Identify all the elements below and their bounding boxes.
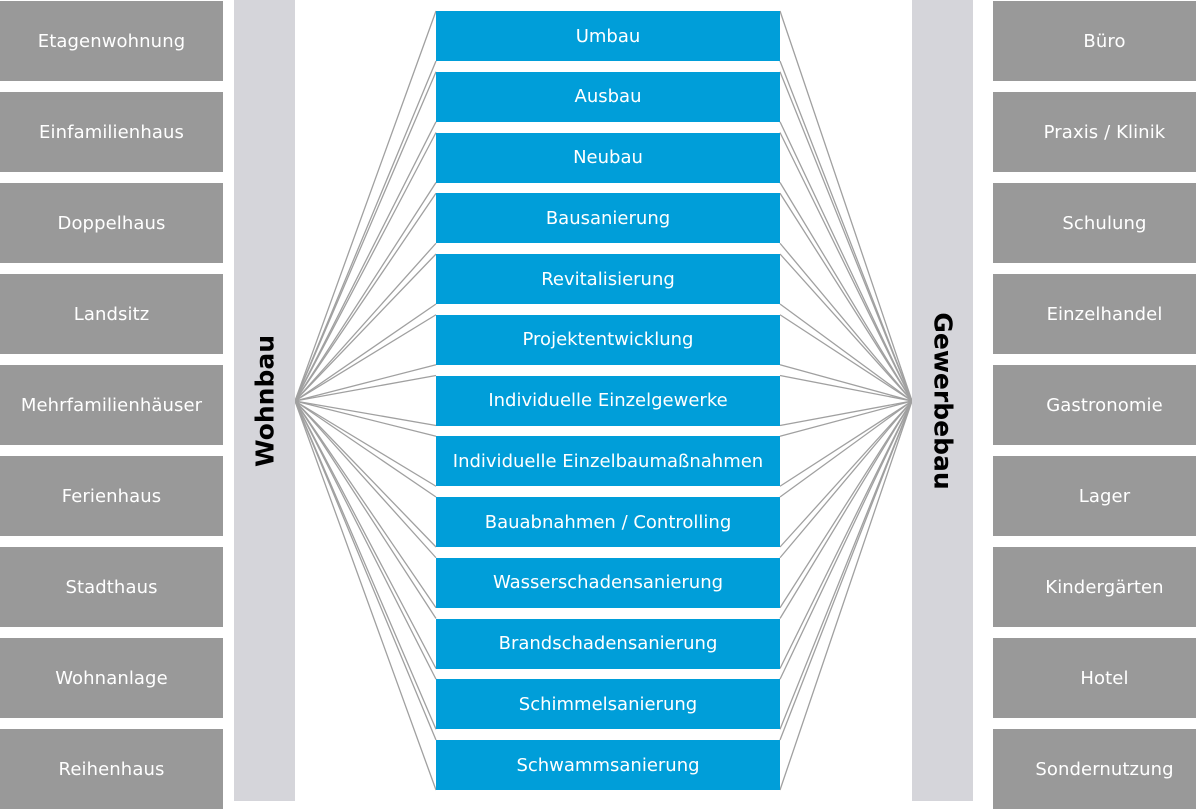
wohnbau-connector-line <box>294 71 437 402</box>
service-item: Individuelle Einzelgewerke <box>436 375 780 426</box>
wohnbau-connector-line <box>294 400 437 609</box>
wohnbau-item: Wohnanlage <box>0 638 223 718</box>
wohnbau-connector-line <box>294 242 437 402</box>
gewerbebau-connector-line <box>779 121 913 402</box>
wohnbau-connector-line <box>294 121 437 402</box>
service-item: Wasserschadensanierung <box>436 557 780 608</box>
gewerbebau-connector-line <box>779 400 913 741</box>
wohnbau-connector-line <box>294 60 437 402</box>
gewerbebau-connector-line <box>779 364 913 402</box>
gewerbebau-connector-line <box>779 400 913 559</box>
wohnbau-item: Reihenhaus <box>0 729 223 809</box>
service-item: Ausbau <box>436 71 780 122</box>
gewerbebau-item: Büro <box>993 1 1196 81</box>
gewerbebau-item: Praxis / Klinik <box>993 92 1196 172</box>
wohnbau-item: Mehrfamilienhäuser <box>0 365 223 445</box>
gewerbebau-connector-line <box>779 400 913 437</box>
gewerbebau-connector-line <box>779 132 913 402</box>
wohnbau-connector-line <box>294 400 437 669</box>
gewerbebau-connector-line <box>779 400 913 680</box>
gewerbebau-item: Hotel <box>993 638 1196 718</box>
wohnbau-connector-line <box>294 400 437 427</box>
gewerbebau-item: Schulung <box>993 183 1196 263</box>
service-item: Neubau <box>436 132 780 183</box>
wohnbau-item: Etagenwohnung <box>0 1 223 81</box>
wohnbau-connector-line <box>294 400 437 680</box>
gewerbebau-connector-line <box>779 374 913 402</box>
gewerbebau-connector-line <box>779 10 913 402</box>
gewerbebau-connector-line <box>779 60 913 402</box>
gewerbebau-connector-line <box>779 400 913 548</box>
service-item: Schwammsanierung <box>436 740 780 790</box>
service-item: Umbau <box>436 11 780 61</box>
wohnbau-connector-line <box>294 253 437 402</box>
wohnbau-connector-line <box>294 364 437 402</box>
gewerbebau-connector-line <box>779 192 913 402</box>
wohnbau-connector-line <box>294 303 437 402</box>
gewerbebau-category-bar: Gewerbebau <box>912 0 973 801</box>
service-item: Revitalisierung <box>436 254 780 304</box>
wohnbau-connector-line <box>294 400 437 741</box>
gewerbebau-connector-line <box>779 400 913 609</box>
gewerbebau-item: Sondernutzung <box>993 729 1196 809</box>
wohnbau-connector-line <box>294 400 437 437</box>
wohnbau-connector-line <box>294 400 437 791</box>
gewerbebau-item: Lager <box>993 456 1196 536</box>
gewerbebau-connector-line <box>779 400 913 730</box>
wohnbau-item: Doppelhaus <box>0 183 223 263</box>
wohnbau-item: Landsitz <box>0 274 223 354</box>
gewerbebau-item: Gastronomie <box>993 365 1196 445</box>
wohnbau-connector-line <box>294 374 437 402</box>
gewerbebau-item: Kindergärten <box>993 547 1196 627</box>
gewerbebau-connector-line <box>779 400 913 427</box>
gewerbebau-connector-line <box>779 400 913 619</box>
wohnbau-connector-line <box>294 400 437 730</box>
wohnbau-category-bar: Wohnbau <box>234 0 295 801</box>
gewerbebau-connector-line <box>779 242 913 402</box>
service-item: Bausanierung <box>436 193 780 244</box>
gewerbebau-connector-line <box>779 71 913 402</box>
gewerbebau-item: Einzelhandel <box>993 274 1196 354</box>
gewerbebau-connector-line <box>779 303 913 402</box>
wohnbau-connector-line <box>294 400 437 487</box>
wohnbau-connector-line <box>294 400 437 619</box>
wohnbau-item: Stadthaus <box>0 547 223 627</box>
gewerbebau-connector-line <box>779 314 913 402</box>
service-item: Brandschadensanierung <box>436 618 780 669</box>
wohnbau-item: Ferienhaus <box>0 456 223 536</box>
gewerbebau-connector-line <box>779 400 913 791</box>
service-item: Projektentwicklung <box>436 314 780 365</box>
gewerbebau-connector-line <box>779 400 913 669</box>
wohnbau-connector-line <box>294 10 437 402</box>
service-item: Bauabnahmen / Controlling <box>436 497 780 547</box>
gewerbebau-connector-line <box>779 182 913 402</box>
wohnbau-connector-line <box>294 400 437 548</box>
wohnbau-connector-line <box>294 400 437 498</box>
gewerbebau-connector-line <box>779 253 913 402</box>
wohnbau-connector-line <box>294 132 437 402</box>
wohnbau-label: Wohnbau <box>250 334 279 467</box>
gewerbebau-label: Gewerbebau <box>928 311 957 490</box>
wohnbau-connector-line <box>294 192 437 402</box>
service-item: Individuelle Einzelbaumaßnahmen <box>436 436 780 487</box>
wohnbau-connector-line <box>294 314 437 402</box>
service-item: Schimmelsanierung <box>436 679 780 730</box>
wohnbau-connector-line <box>294 182 437 402</box>
wohnbau-item: Einfamilienhaus <box>0 92 223 172</box>
gewerbebau-connector-line <box>779 400 913 498</box>
wohnbau-connector-line <box>294 400 437 559</box>
gewerbebau-connector-line <box>779 400 913 487</box>
